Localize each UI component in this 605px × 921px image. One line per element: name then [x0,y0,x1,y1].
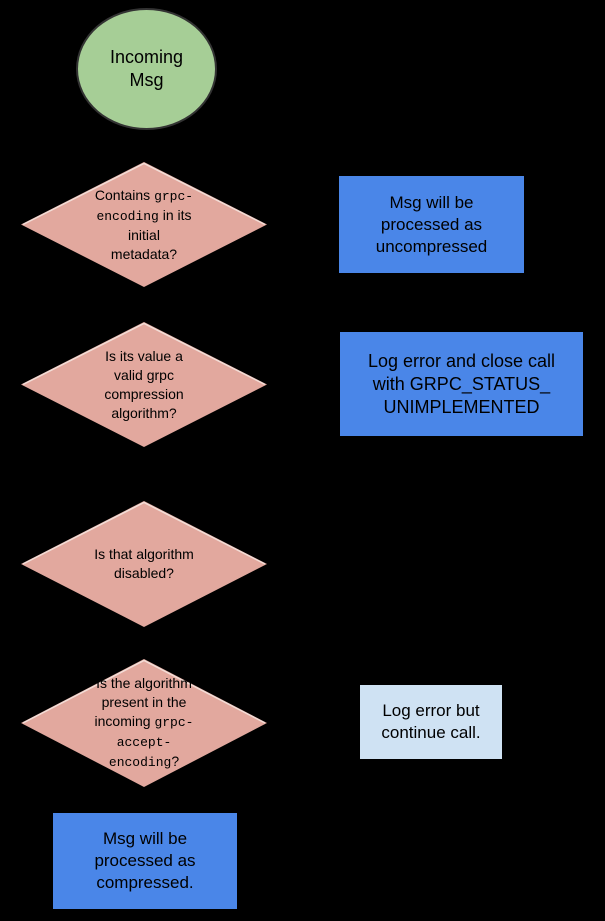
label-line: compression [104,385,184,402]
action-label: Log error but continue call. [381,700,480,744]
action-log-error-continue: Log error but continue call. [360,685,502,759]
decision-label: Is the algorithm present in the incoming… [95,674,194,772]
label-line: disabled? [114,565,174,581]
action-log-error-close-call: Log error and close call with GRPC_STATU… [340,332,583,436]
label-line: valid grpc [114,366,174,383]
code-text: encoding [108,755,172,770]
decision-label: Contains grpc- encoding in its initial m… [95,186,193,264]
action-label: Msg will be processed as uncompressed [376,192,488,258]
start-node-incoming-msg: Incoming Msg [76,8,217,130]
start-node-label: Incoming Msg [110,46,183,92]
decision-label: Is that algorithm disabled? [94,545,194,583]
label-line: processed as [94,851,196,870]
label-line: UNIMPLEMENTED [383,396,540,417]
decision-algorithm-disabled: Is that algorithm disabled? [21,501,267,627]
label-line: Is that algorithm [94,546,194,562]
action-label: Msg will be processed as compressed. [94,828,195,894]
label-line: initial [128,226,160,243]
code-text: accept- [116,735,172,750]
diamond-shape [21,501,267,627]
label-line: incoming grpc- [94,713,194,730]
label-line: metadata? [110,245,178,262]
label-line: algorithm? [111,404,177,421]
label-line: with GRPC_STATUS_ [372,373,551,394]
decision-label: Is its value a valid grpc compression al… [104,347,183,423]
label-line: Incoming [109,47,184,67]
action-processed-compressed: Msg will be processed as compressed. [53,813,237,909]
label-line: Is its value a [105,347,183,364]
diamond-shape [21,659,267,787]
label-line: Contains grpc- [94,186,194,204]
label-line: continue call. [381,723,481,742]
code-text: grpc- [154,188,194,204]
code-text: encoding [96,208,159,224]
label-line: encoding? [108,753,180,770]
diamond-shape [21,322,267,447]
label-line: processed as [380,214,483,234]
label-line: Log error and close call [367,350,556,371]
label-line: compressed. [96,873,194,892]
code-text: grpc- [154,715,194,730]
label-line: Log error but [382,701,480,720]
action-label: Log error and close call with GRPC_STATU… [368,350,555,419]
diamond-shape [21,162,267,287]
decision-algorithm-in-accept-encoding: Is the algorithm present in the incoming… [21,659,267,787]
label-line: Msg [129,70,164,90]
label-line: Msg will be [102,829,188,848]
label-line: accept- [95,732,194,752]
label-line: uncompressed [375,236,488,256]
decision-contains-grpc-encoding: Contains grpc- encoding in its initial m… [21,162,267,287]
label-line: Msg will be [389,192,474,212]
label-line: encoding in its [96,206,192,224]
decision-valid-compression-algorithm: Is its value a valid grpc compression al… [21,322,267,447]
label-line: present in the [101,694,187,710]
action-processed-uncompressed: Msg will be processed as uncompressed [339,176,524,273]
label-line: Is the algorithm [96,675,192,691]
